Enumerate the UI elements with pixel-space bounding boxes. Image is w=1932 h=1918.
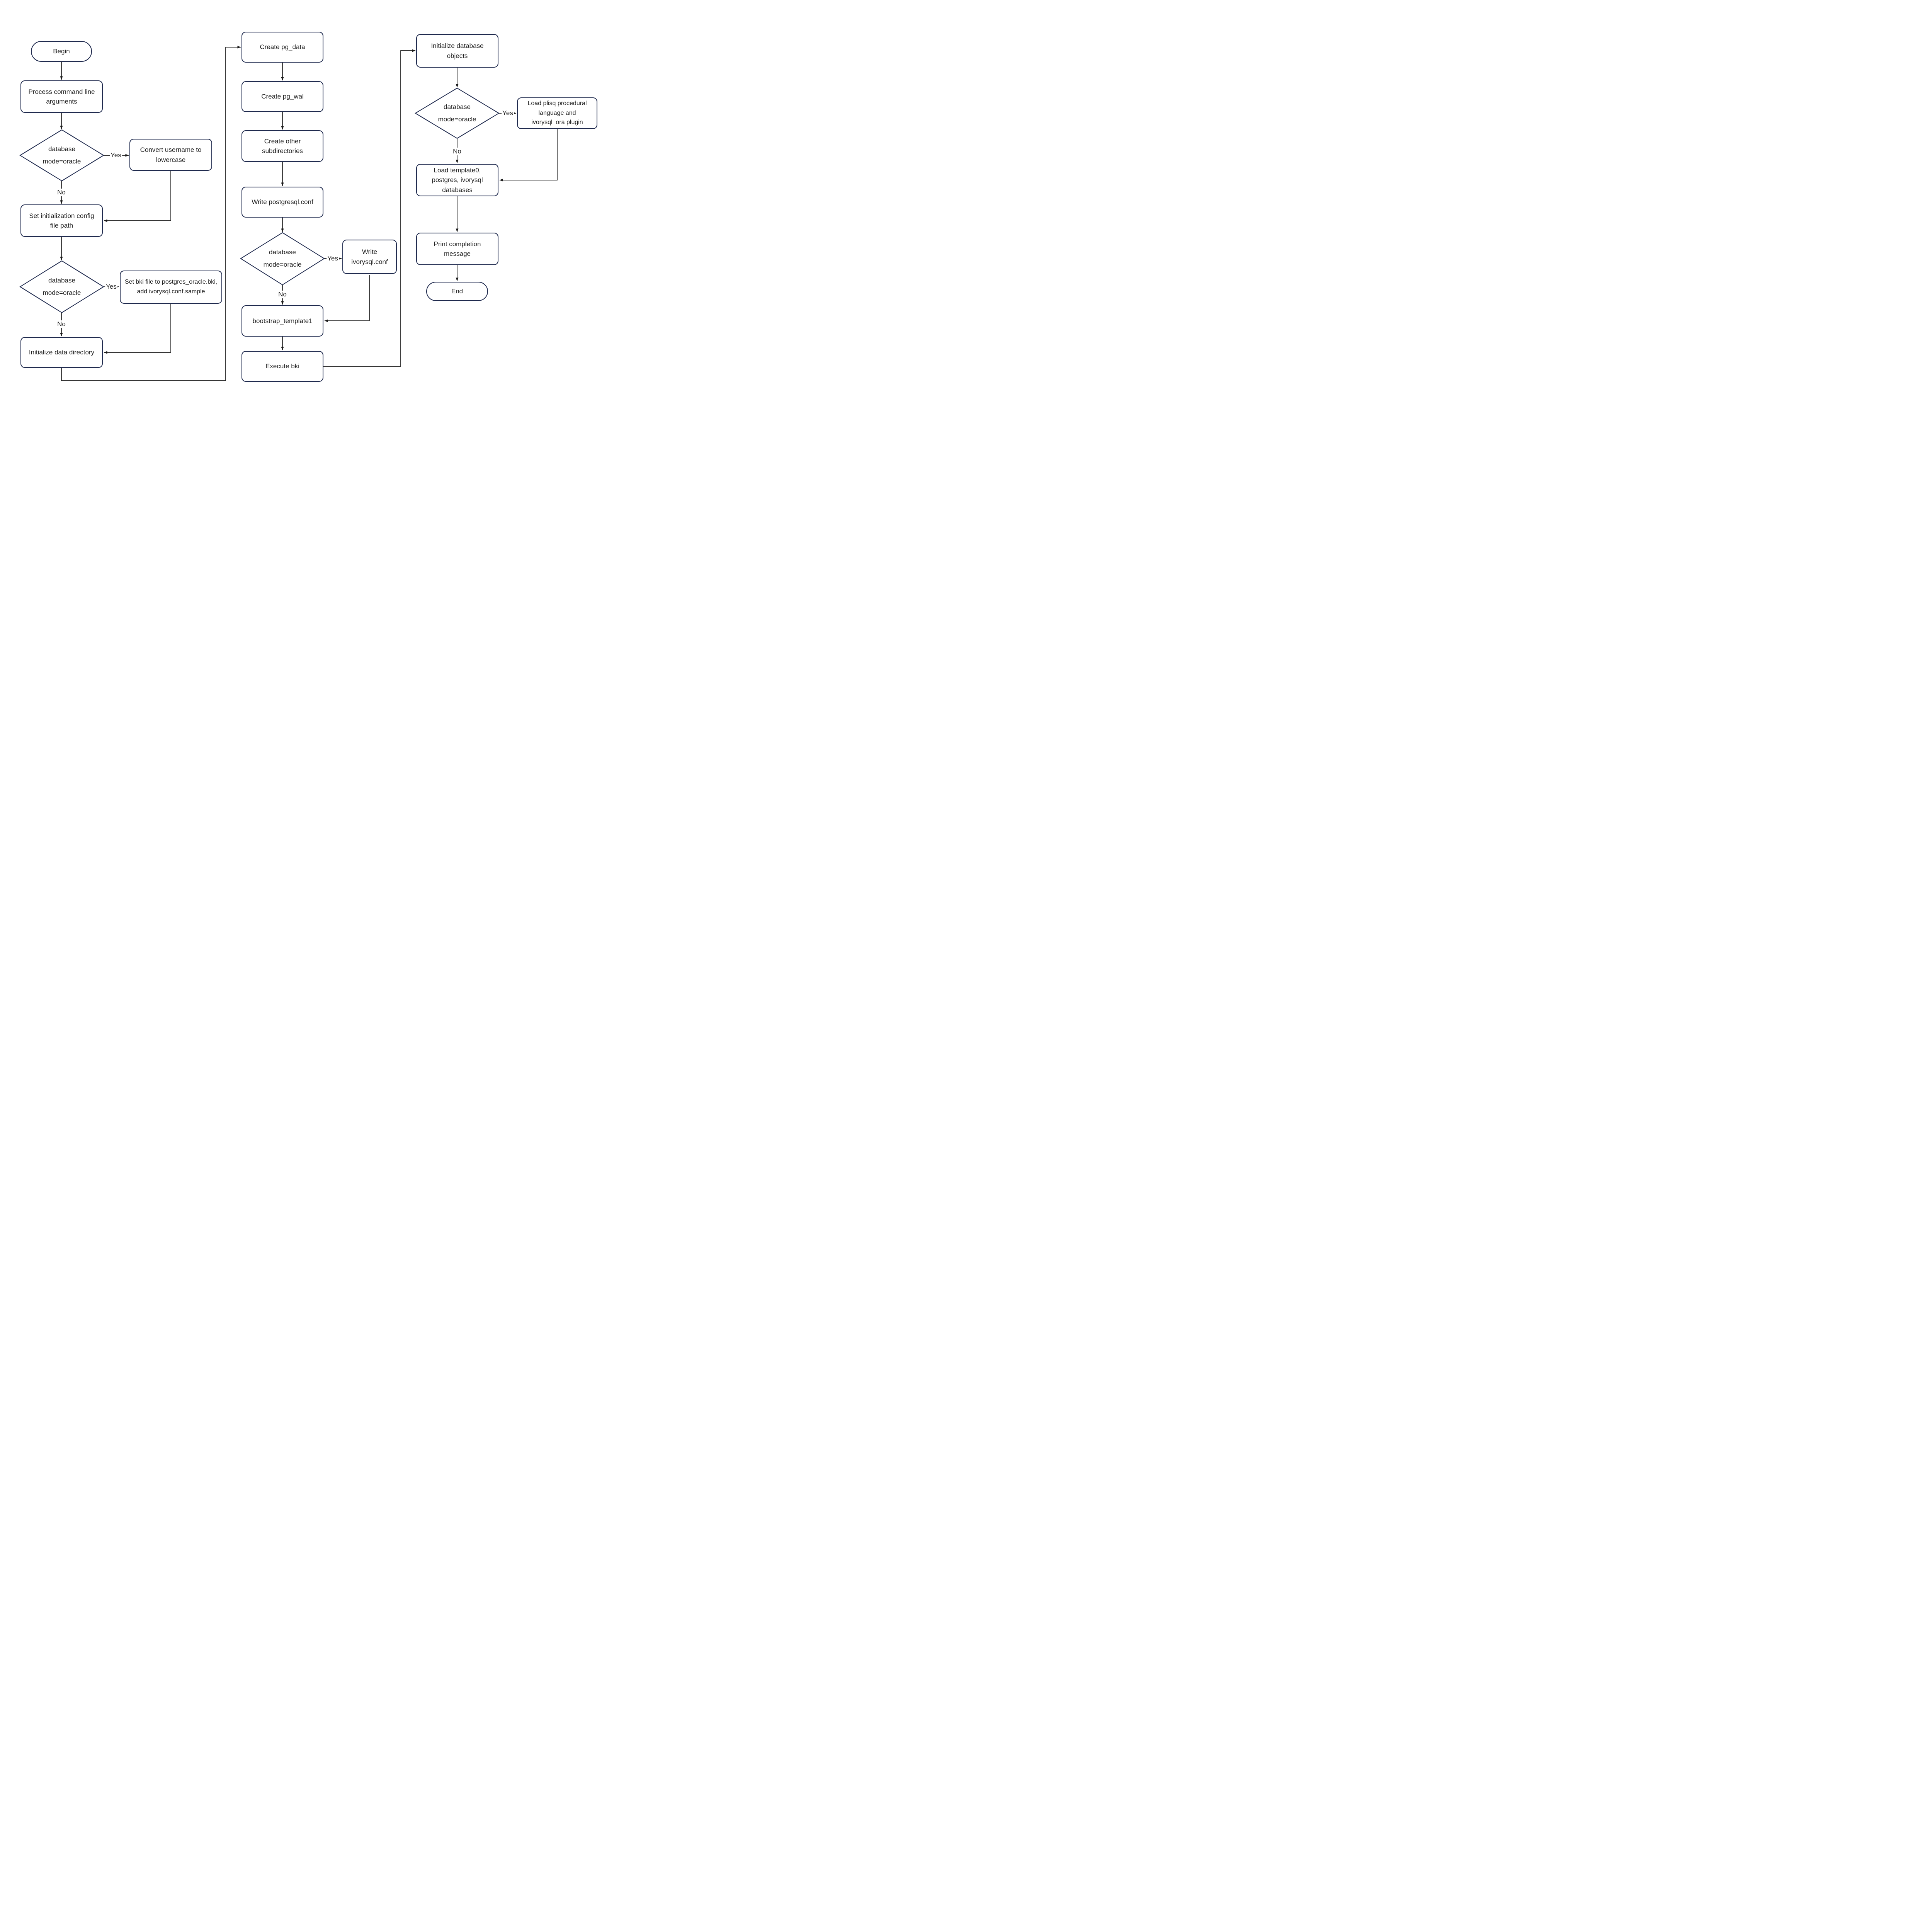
node-set-bki: Set bki file to postgres_oracle.bki, add… [120, 271, 222, 304]
edge-ivorysqlconf-to-bootstrap [324, 275, 370, 322]
node-init-db-objects-label: Initialize database objects [431, 42, 484, 60]
node-print-completion: Print completion message [416, 233, 498, 265]
decision1-diamond [19, 129, 104, 182]
node-set-config-path-label: Set initialization config file path [29, 212, 94, 230]
node-create-other-subdirs-label: Create other subdirectories [262, 137, 303, 155]
node-create-pg-wal-label: Create pg_wal [261, 93, 304, 100]
node-convert-username: Convert username to lowercase [129, 139, 212, 171]
node-bootstrap-template1-label: bootstrap_template1 [252, 317, 313, 325]
node-execute-bki-label: Execute bki [265, 362, 299, 370]
decision2-diamond [19, 260, 104, 313]
edge-label-decision1-no: No [56, 189, 66, 196]
node-init-db-objects: Initialize database objects [416, 34, 498, 68]
edge-label-decision1-yes: Yes [110, 151, 122, 159]
node-end-label: End [451, 288, 463, 295]
node-begin-label: Begin [53, 48, 70, 55]
node-write-ivorysql-conf: Write ivorysql.conf [342, 240, 397, 274]
node-load-template-dbs-label: Load template0, postgres, ivorysql datab… [432, 166, 483, 194]
node-create-pg-data-label: Create pg_data [260, 43, 305, 51]
node-bootstrap-template1: bootstrap_template1 [242, 305, 323, 337]
node-convert-username-label: Convert username to lowercase [140, 146, 202, 163]
node-create-pg-data: Create pg_data [242, 32, 323, 63]
edge-label-decision4-yes: Yes [502, 109, 514, 117]
node-create-other-subdirs: Create other subdirectories [242, 130, 323, 162]
node-end: End [426, 282, 488, 301]
edge-setbki-to-initdatadir [104, 304, 171, 354]
edge-executebki-to-initdbobjects [323, 49, 416, 367]
node-load-plisq-plugin-label: Load plisq procedural language and ivory… [527, 100, 587, 126]
node-execute-bki: Execute bki [242, 351, 323, 382]
edge-label-decision3-no: No [277, 291, 287, 298]
decision3-diamond [240, 232, 325, 286]
edge-label-decision4-no: No [452, 148, 462, 155]
edge-loadplisq-to-loadtemplates [499, 129, 558, 182]
node-print-completion-label: Print completion message [434, 240, 481, 258]
node-create-pg-wal: Create pg_wal [242, 81, 323, 112]
decision4-diamond [415, 87, 500, 139]
edge-label-decision3-yes: Yes [327, 255, 339, 262]
node-init-data-dir: Initialize data directory [20, 337, 103, 368]
node-set-config-path: Set initialization config file path [20, 204, 103, 237]
edge-label-decision2-yes: Yes [105, 283, 117, 291]
node-load-plisq-plugin: Load plisq procedural language and ivory… [517, 97, 597, 129]
node-process-args: Process command line arguments [20, 80, 103, 113]
flowchart-wires [19, 46, 558, 381]
node-set-bki-label: Set bki file to postgres_oracle.bki, add… [124, 279, 218, 295]
node-write-postgresql-conf: Write postgresql.conf [242, 187, 323, 218]
flowchart-canvas: Begin Process command line arguments dat… [0, 0, 598, 423]
node-write-ivorysql-conf-label: Write ivorysql.conf [351, 248, 388, 265]
edge-initdatadir-to-createpgdata [61, 46, 241, 381]
node-write-postgresql-conf-label: Write postgresql.conf [252, 198, 313, 206]
edge-convert-to-setconfig [104, 171, 171, 222]
edge-label-decision2-no: No [56, 320, 66, 328]
node-process-args-label: Process command line arguments [28, 88, 95, 106]
node-init-data-dir-label: Initialize data directory [29, 349, 95, 356]
node-begin: Begin [31, 41, 92, 62]
node-load-template-dbs: Load template0, postgres, ivorysql datab… [416, 164, 498, 196]
